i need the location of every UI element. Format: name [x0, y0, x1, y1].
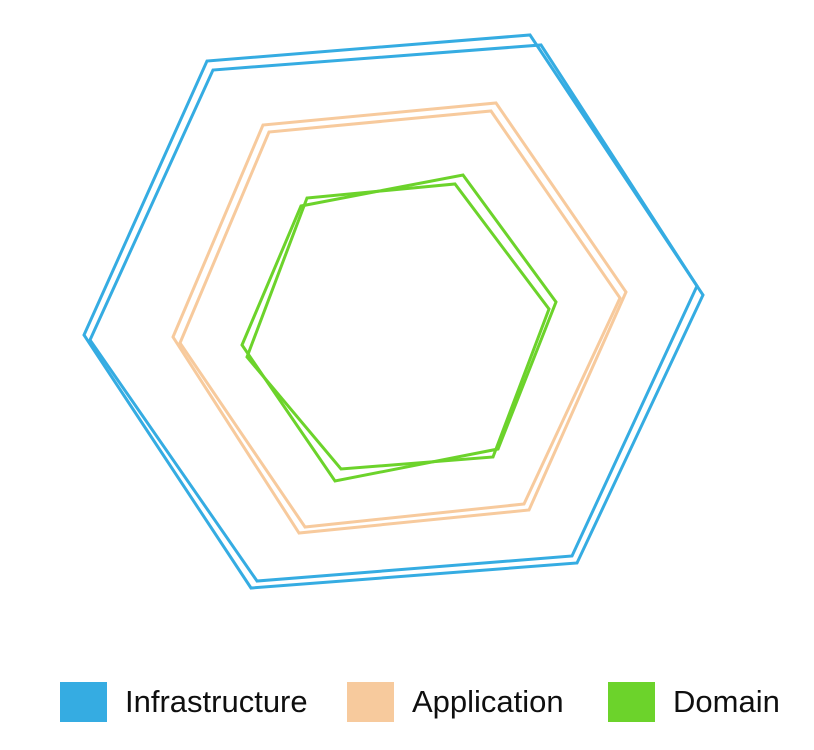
infrastructure-hexagon — [82, 33, 705, 590]
domain-hexagon-stroke-1 — [240, 173, 558, 483]
application-hexagon-stroke-2 — [178, 109, 622, 529]
domain-swatch — [608, 682, 655, 722]
legend-item-infrastructure: Infrastructure — [60, 682, 308, 722]
infrastructure-hexagon-stroke-1 — [82, 33, 705, 590]
legend: Infrastructure Application Domain — [0, 682, 814, 724]
domain-hexagon — [240, 173, 558, 483]
application-hexagon-stroke-1 — [171, 101, 628, 535]
infrastructure-hexagon-stroke-2 — [88, 43, 699, 583]
legend-item-domain: Domain — [608, 682, 780, 722]
application-swatch — [347, 682, 394, 722]
application-hexagon — [171, 101, 628, 535]
domain-hexagon-stroke-2 — [245, 182, 551, 471]
legend-label-domain: Domain — [673, 684, 780, 719]
legend-label-application: Application — [412, 684, 564, 719]
legend-label-infrastructure: Infrastructure — [125, 684, 308, 719]
legend-item-application: Application — [347, 682, 564, 722]
infrastructure-swatch — [60, 682, 107, 722]
hexagon-layers-canvas — [82, 33, 705, 590]
